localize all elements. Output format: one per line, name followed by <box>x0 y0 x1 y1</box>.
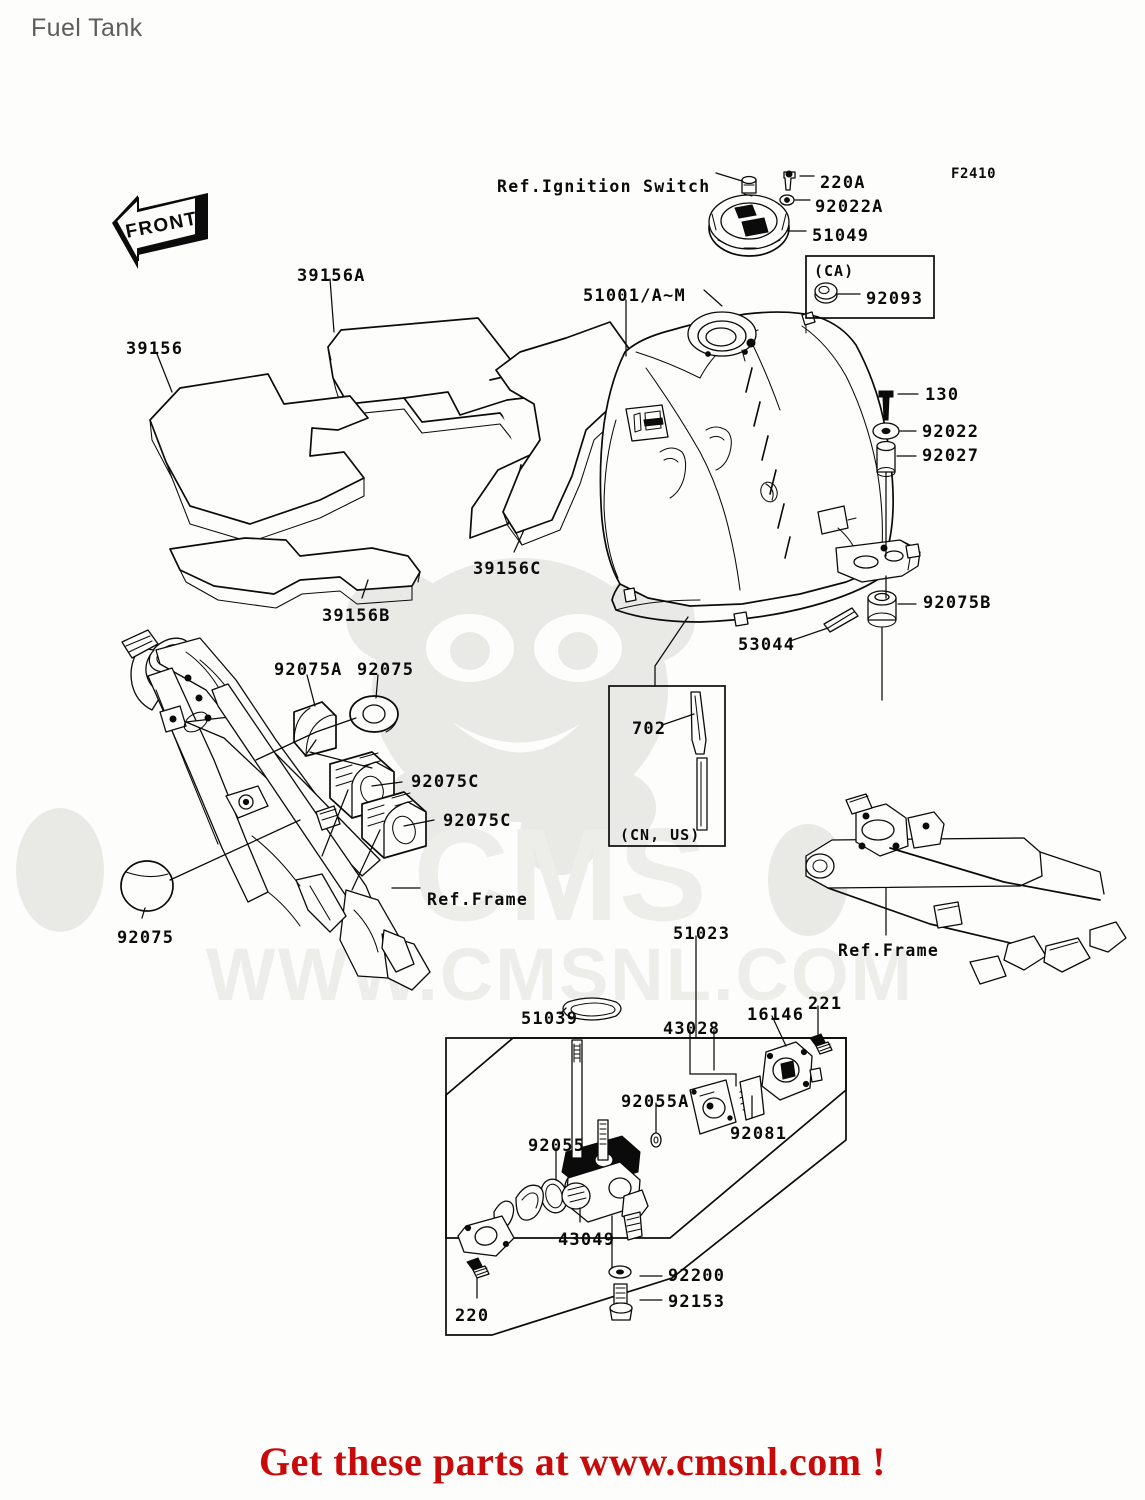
page-title: Fuel Tank <box>31 14 143 42</box>
label-39156A: 39156A <box>297 266 366 286</box>
label-702: 702 <box>632 719 667 739</box>
label-43028: 43028 <box>663 1019 721 1039</box>
ignition-switch-reference <box>741 175 757 194</box>
label-39156B: 39156B <box>322 606 391 626</box>
label-ref-frame-right: Ref.Frame <box>838 941 940 960</box>
reference-frame-left <box>121 629 431 991</box>
label-92075-top: 92075 <box>357 660 415 680</box>
label-ref-frame-left: Ref.Frame <box>427 890 529 909</box>
label-220: 220 <box>455 1306 490 1326</box>
label-92055: 92055 <box>528 1136 586 1156</box>
part-92075-left-damper <box>120 860 174 912</box>
label-ca-variant: (CA) <box>814 262 855 280</box>
label-51049: 51049 <box>812 226 870 246</box>
label-92055A: 92055A <box>621 1092 690 1112</box>
exploded-parts-diagram: .ln{fill:none;stroke:#0b0b0b;stroke-widt… <box>16 170 1127 1336</box>
part-53044-trim <box>823 607 859 633</box>
reference-frame-right <box>805 793 1127 985</box>
part-92093-seal <box>814 282 838 304</box>
label-53044: 53044 <box>738 635 796 655</box>
label-92075-left: 92075 <box>117 928 175 948</box>
part-92027-collar <box>876 440 896 478</box>
label-39156: 39156 <box>126 339 184 359</box>
leader-lines <box>141 172 919 1301</box>
part-92022A-washer <box>779 194 795 206</box>
part-92022-washer <box>872 422 900 440</box>
part-92153-bolt <box>609 1283 633 1321</box>
part-92075C-damper-2 <box>361 791 427 859</box>
part-130-bolt <box>878 390 894 421</box>
part-221-screw <box>809 1033 833 1055</box>
part-39156C <box>403 321 641 546</box>
label-92075C-1: 92075C <box>411 772 480 792</box>
label-39156C: 39156C <box>473 559 542 579</box>
label-92153: 92153 <box>668 1292 726 1312</box>
part-51023-outline <box>445 1037 847 1336</box>
promo-banner: Get these parts at www.cmsnl.com ! <box>259 1439 886 1484</box>
fuel-tap-seal-stack <box>457 1184 544 1257</box>
part-39156B <box>169 537 421 609</box>
label-92200: 92200 <box>668 1266 726 1286</box>
label-ref-ignition-switch: Ref.Ignition Switch <box>497 177 711 196</box>
part-220-screw <box>466 1257 490 1279</box>
ca-variant-box <box>805 255 935 319</box>
part-92075-top-damper <box>349 695 399 733</box>
label-92075A: 92075A <box>274 660 343 680</box>
tank-pad-group <box>149 317 641 609</box>
part-92075B-damper <box>867 590 897 628</box>
part-39156 <box>149 373 369 543</box>
label-221: 221 <box>808 994 843 1014</box>
label-51023: 51023 <box>673 924 731 944</box>
label-cn-us-variant: (CN, US) <box>620 826 701 844</box>
label-92081: 92081 <box>730 1124 788 1144</box>
fuel-tap-body <box>561 1039 649 1241</box>
cn-us-variant-box <box>608 685 726 847</box>
label-130: 130 <box>925 385 960 405</box>
label-92093: 92093 <box>866 289 924 309</box>
part-16146-valve-cover <box>761 1041 823 1101</box>
front-direction-marker: FRONT <box>112 181 216 269</box>
label-51001: 51001/A~M <box>583 286 686 306</box>
label-92027: 92027 <box>922 446 980 466</box>
part-92200-washer <box>608 1265 632 1279</box>
part-220A-screw <box>783 170 796 191</box>
label-92075C-2: 92075C <box>443 811 512 831</box>
label-92022A: 92022A <box>815 197 884 217</box>
part-51039-gasket <box>562 997 622 1021</box>
part-702-hose <box>690 691 708 831</box>
part-51049-fuel-cap <box>708 193 790 257</box>
cmsnl-watermark: CMS WWW.CMSNL.COM <box>16 558 914 1016</box>
part-92075A-damper <box>293 701 337 757</box>
label-92022: 92022 <box>922 422 980 442</box>
part-92055A-oring <box>650 1132 662 1148</box>
label-92075B: 92075B <box>923 593 992 613</box>
svg-text:WWW.CMSNL.COM: WWW.CMSNL.COM <box>206 933 914 1016</box>
label-16146: 16146 <box>747 1005 805 1025</box>
label-51039: 51039 <box>521 1009 579 1029</box>
svg-text:CMS: CMS <box>413 801 706 948</box>
part-51001-fuel-tank <box>599 311 921 627</box>
label-220A: 220A <box>820 173 866 193</box>
part-43028-diaphragm <box>689 1079 737 1135</box>
label-diagram-code: F2410 <box>951 166 997 182</box>
label-43049: 43049 <box>558 1230 616 1250</box>
